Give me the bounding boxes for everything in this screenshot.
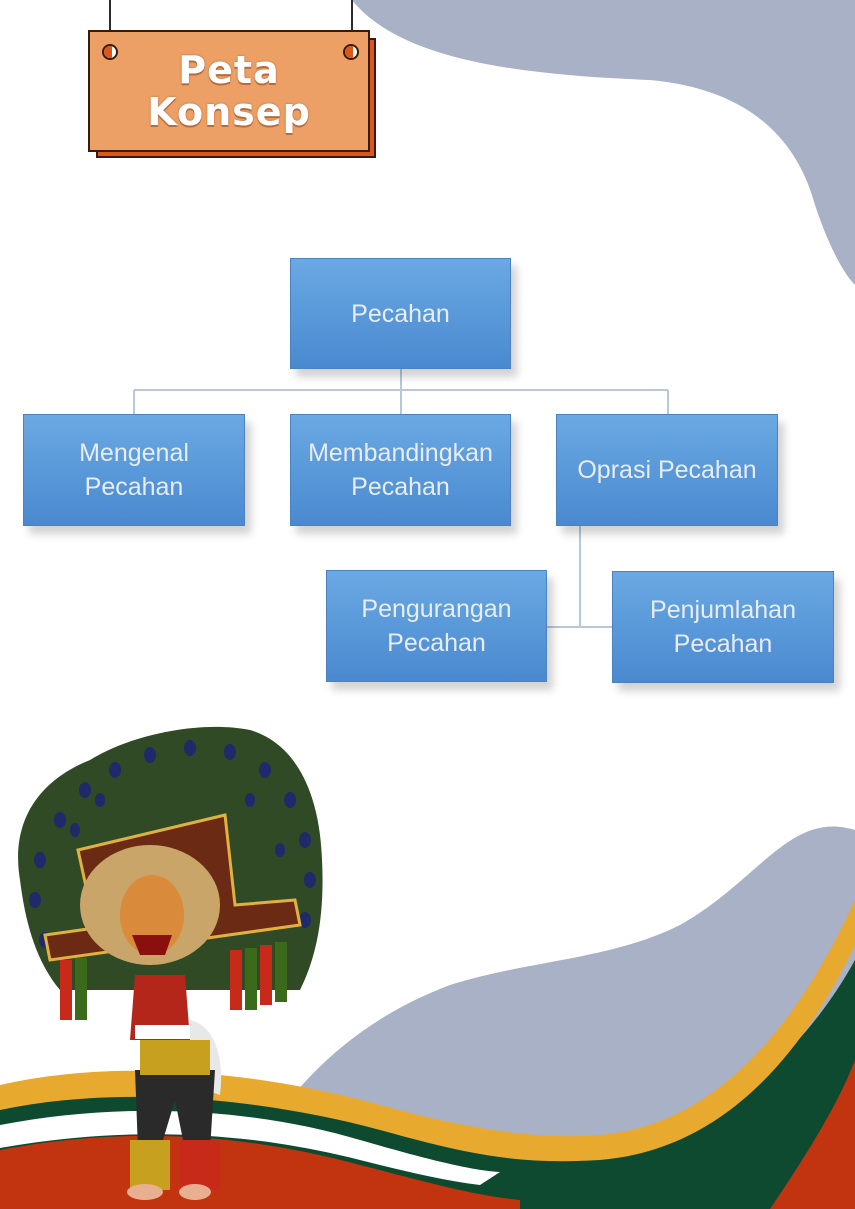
node-oprasi: Oprasi Pecahan [556, 414, 778, 526]
tiger-mouth [132, 935, 172, 955]
node-membandingkan-label: Membandingkan Pecahan [308, 439, 493, 501]
pin-right-icon [343, 44, 359, 60]
stripe-white [0, 1110, 500, 1185]
dancer-foot-right [179, 1184, 211, 1200]
node-oprasi-label: Oprasi Pecahan [577, 456, 757, 484]
stripe-red-right [770, 1060, 855, 1209]
node-pengurangan: Pengurangan Pecahan [326, 570, 547, 682]
top-right-blob [352, 0, 855, 285]
node-root-label: Pecahan [351, 299, 450, 328]
dancer-torso [130, 975, 190, 1040]
node-penjumlahan-label: Penjumlahan Pecahan [650, 596, 796, 658]
node-penjumlahan: Penjumlahan Pecahan [612, 571, 834, 683]
dancer-foot-left [127, 1184, 163, 1200]
node-pengurangan-label: Pengurangan Pecahan [361, 595, 512, 657]
sign-rope-right [351, 0, 353, 48]
node-membandingkan: Membandingkan Pecahan [290, 414, 511, 526]
dancer-trousers [135, 1070, 215, 1150]
title-sign: Peta Konsep [88, 30, 370, 152]
sign-rope-left [109, 0, 111, 48]
pin-left-icon [102, 44, 118, 60]
node-mengenal: Mengenal Pecahan [23, 414, 245, 526]
dancer-shorts [140, 1040, 210, 1075]
page-title: Peta Konsep [147, 48, 311, 134]
node-root: Pecahan [290, 258, 511, 369]
node-mengenal-label: Mengenal Pecahan [79, 439, 189, 501]
stripe-yellow [0, 900, 855, 1162]
dancer-sash [135, 1025, 195, 1039]
